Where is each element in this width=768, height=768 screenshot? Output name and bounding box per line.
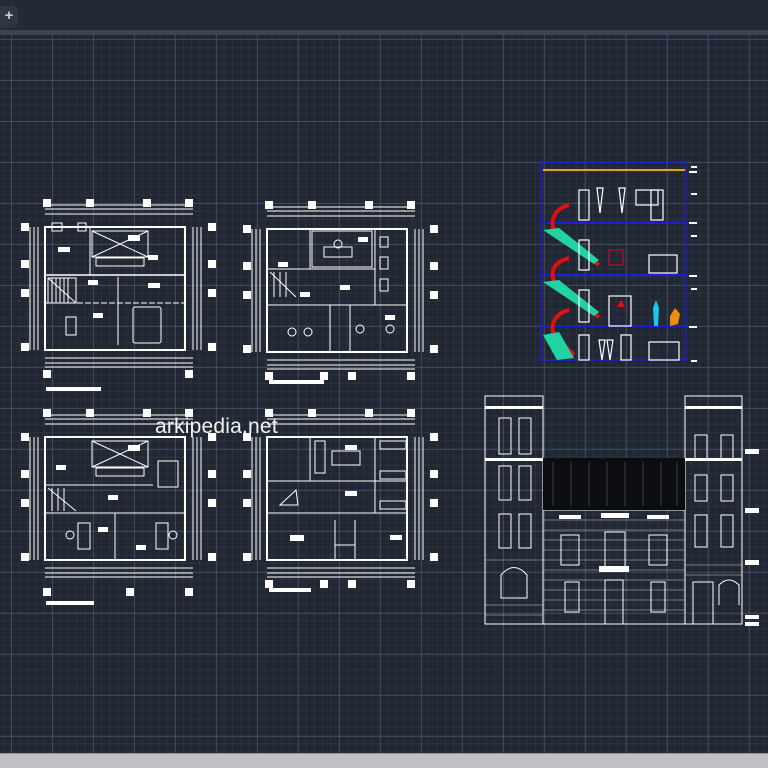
floor-plan-third[interactable]: [240, 405, 445, 605]
floor-plan-ground[interactable]: [18, 195, 223, 395]
scale-bar: [269, 588, 311, 592]
scale-bar: [269, 380, 324, 384]
title-bar: +: [0, 0, 768, 30]
watermark-text: arkipedia.net: [155, 415, 278, 438]
scale-bar: [46, 387, 101, 391]
scale-bar: [46, 601, 94, 605]
plus-icon: +: [4, 7, 14, 24]
tab-strip: [0, 30, 768, 35]
floor-plan-first[interactable]: [240, 197, 445, 397]
facade-elevation[interactable]: [481, 390, 768, 630]
building-section[interactable]: [539, 160, 699, 365]
add-tab-button[interactable]: +: [0, 6, 18, 28]
drawing-canvas[interactable]: arkipedia.net: [0, 35, 768, 753]
floor-plan-second[interactable]: [18, 405, 223, 605]
status-bar: [0, 753, 768, 768]
